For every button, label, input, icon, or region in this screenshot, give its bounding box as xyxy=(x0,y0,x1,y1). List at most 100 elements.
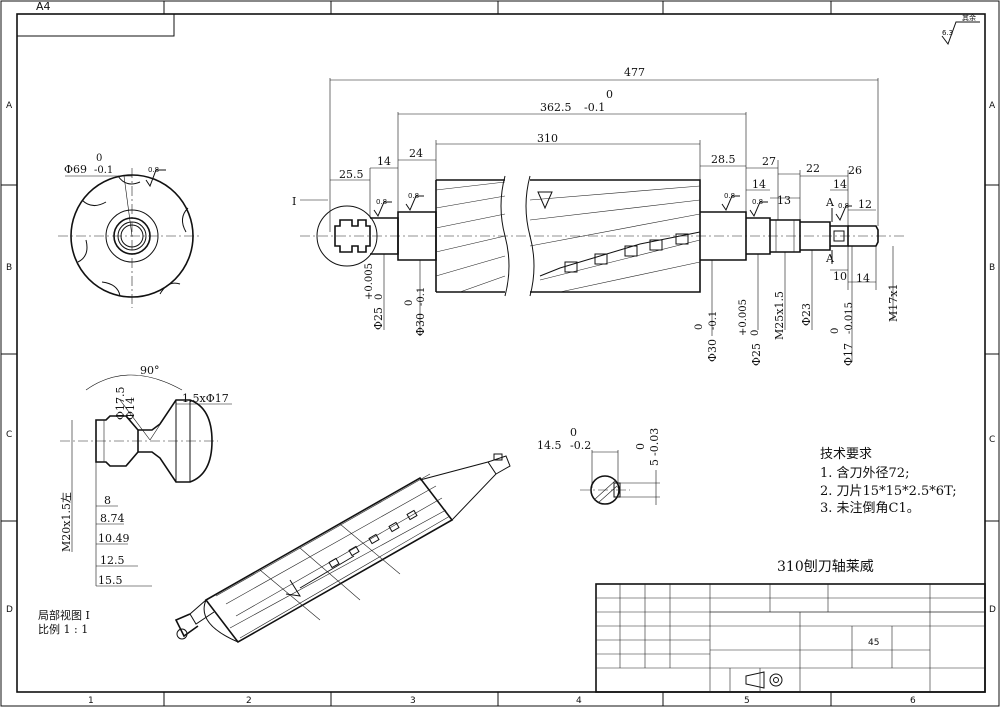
zone-col-3: 3 xyxy=(410,696,416,706)
vdim-8-main: M17x1 xyxy=(887,284,900,322)
dim-10: 10 xyxy=(833,270,847,283)
roughness-2: 0.8 xyxy=(408,192,419,200)
dim-body-tol-upper: 0 xyxy=(606,88,613,101)
vdim-5-main: M25x1.5 xyxy=(773,291,786,340)
detail-caption-line1: 局部视图 I xyxy=(38,608,90,622)
key-depth-main: 5 xyxy=(648,459,661,466)
vdim-2-lower: -0.1 xyxy=(416,287,427,306)
vdim-7-upper: 0 xyxy=(830,328,841,334)
key-width-upper: 0 xyxy=(570,426,577,439)
dim-24: 24 xyxy=(409,147,423,160)
vdim-7-main: Φ17 xyxy=(842,343,855,366)
vdim-3-main: Φ30 xyxy=(706,339,719,362)
main-shaft-view: I A A xyxy=(292,66,905,366)
vdim-1-upper: +0.005 xyxy=(364,263,375,300)
tech-req-item-2: 2. 刀片15*15*2.5*6T; xyxy=(820,484,957,499)
tech-requirements: 技术要求 1. 含刀外径72; 2. 刀片15*15*2.5*6T; 3. 未注… xyxy=(820,447,957,516)
dim-14a: 14 xyxy=(377,155,391,168)
projection-symbol xyxy=(745,671,783,689)
zone-row-c-right: C xyxy=(989,435,995,445)
vdim-1-lower: 0 xyxy=(374,294,385,300)
title-block: 45 xyxy=(595,583,986,693)
tech-req-title: 技术要求 xyxy=(820,447,872,462)
dim-body-tol-lower: -0.1 xyxy=(584,101,605,114)
tech-req-item-3: 3. 未注倒角C1。 xyxy=(820,501,920,516)
tech-req-item-1: 1. 含刀外径72; xyxy=(820,465,909,481)
detail-len-10-49: 10.49 xyxy=(98,532,130,545)
vdim-7-lower: -0.015 xyxy=(844,302,855,334)
zone-col-2: 2 xyxy=(246,696,252,706)
sheet-size-label: A4 xyxy=(36,0,51,13)
key-width-main: 14.5 xyxy=(537,439,562,452)
vdim-4-upper: +0.005 xyxy=(738,299,749,336)
detail-angle: 90° xyxy=(140,364,160,377)
detail-len-15-5: 15.5 xyxy=(98,574,123,587)
zone-row-d-left: D xyxy=(6,605,13,615)
svg-text:6.3: 6.3 xyxy=(942,29,953,37)
detail-d-14: Φ14 xyxy=(124,397,137,420)
dim-cutter-len: 310 xyxy=(537,132,558,145)
zone-col-6: 6 xyxy=(910,696,916,706)
vdim-2-main: Φ30 xyxy=(414,313,427,336)
section-cut-bottom: A xyxy=(825,252,835,265)
part-name: 310刨刀轴莱威 xyxy=(777,559,874,575)
detail-marker: I xyxy=(292,195,296,208)
end-view-roughness-symbol xyxy=(145,169,166,188)
dim-14d: 14 xyxy=(856,272,870,285)
roughness-4: 0.8 xyxy=(752,198,763,206)
detail-thread: M20x1.5左 xyxy=(60,492,73,552)
end-view: Φ69 0 -0.1 0.8 xyxy=(58,153,202,308)
roughness-3: 0.8 xyxy=(724,192,735,200)
key-depth-upper: 0 xyxy=(634,443,647,450)
zone-col-1: 1 xyxy=(88,696,94,706)
zone-col-5: 5 xyxy=(744,696,750,706)
key-width-lower: -0.2 xyxy=(570,439,591,452)
zone-row-a-right: A xyxy=(989,101,996,111)
key-section: 0 14.5 -0.2 0 5 -0.03 xyxy=(537,426,661,505)
dim-26: 26 xyxy=(848,164,862,177)
end-view-tol-upper: 0 xyxy=(96,153,102,164)
shaft-roughness-symbols xyxy=(373,195,852,222)
svg-text:其余: 其余 xyxy=(962,13,976,22)
detail-len-12-5: 12.5 xyxy=(100,554,125,567)
dim-14b: 14 xyxy=(752,178,766,191)
end-view-dia-label: Φ69 xyxy=(64,163,87,176)
dim-27: 27 xyxy=(762,155,776,168)
key-depth-lower: -0.03 xyxy=(648,428,661,456)
zone-row-c-left: C xyxy=(6,430,12,440)
dim-12: 12 xyxy=(858,198,872,211)
vdim-3-lower: -0.1 xyxy=(708,311,719,330)
detail-d-17-5: Φ17.5 xyxy=(114,386,127,420)
detail-i-circle xyxy=(316,205,378,267)
title-scale-cell: 45 xyxy=(868,638,879,648)
detail-len-8-74: 8.74 xyxy=(100,512,125,525)
vdim-4-lower: 0 xyxy=(750,330,761,336)
dim-28-5: 28.5 xyxy=(711,153,736,166)
zone-row-b-right: B xyxy=(989,263,995,273)
detail-caption-line2: 比例 1 : 1 xyxy=(38,622,88,636)
dim-body-len: 362.5 xyxy=(540,101,572,114)
vdim-4-main: Φ25 xyxy=(750,343,763,366)
zone-col-4: 4 xyxy=(576,696,582,706)
dim-13: 13 xyxy=(777,194,791,207)
detail-len-8: 8 xyxy=(104,494,111,507)
vdim-1-main: Φ25 xyxy=(372,307,385,330)
end-view-roughness: 0.8 xyxy=(148,166,159,174)
zone-row-b-left: B xyxy=(6,263,12,273)
zone-row-a-left: A xyxy=(6,101,13,111)
dim-25-5: 25.5 xyxy=(339,168,364,181)
detail-chamfer: 1.5xΦ17 xyxy=(182,392,229,405)
vdim-6-main: Φ23 xyxy=(800,303,813,326)
corner-roughness-symbol: 其余 6.3 xyxy=(941,13,980,46)
vdim-3-upper: 0 xyxy=(694,324,705,330)
roughness-1: 0.8 xyxy=(376,198,387,206)
detail-view: 90° 1.5xΦ17 Φ17.5 Φ14 M20x1.5左 8 8.74 10… xyxy=(38,364,232,636)
vdim-2-upper: 0 xyxy=(404,300,415,306)
isometric-view xyxy=(174,453,511,644)
dim-overall: 477 xyxy=(624,66,645,79)
dim-14c: 14 xyxy=(833,178,847,191)
zone-row-d-right: D xyxy=(989,605,996,615)
